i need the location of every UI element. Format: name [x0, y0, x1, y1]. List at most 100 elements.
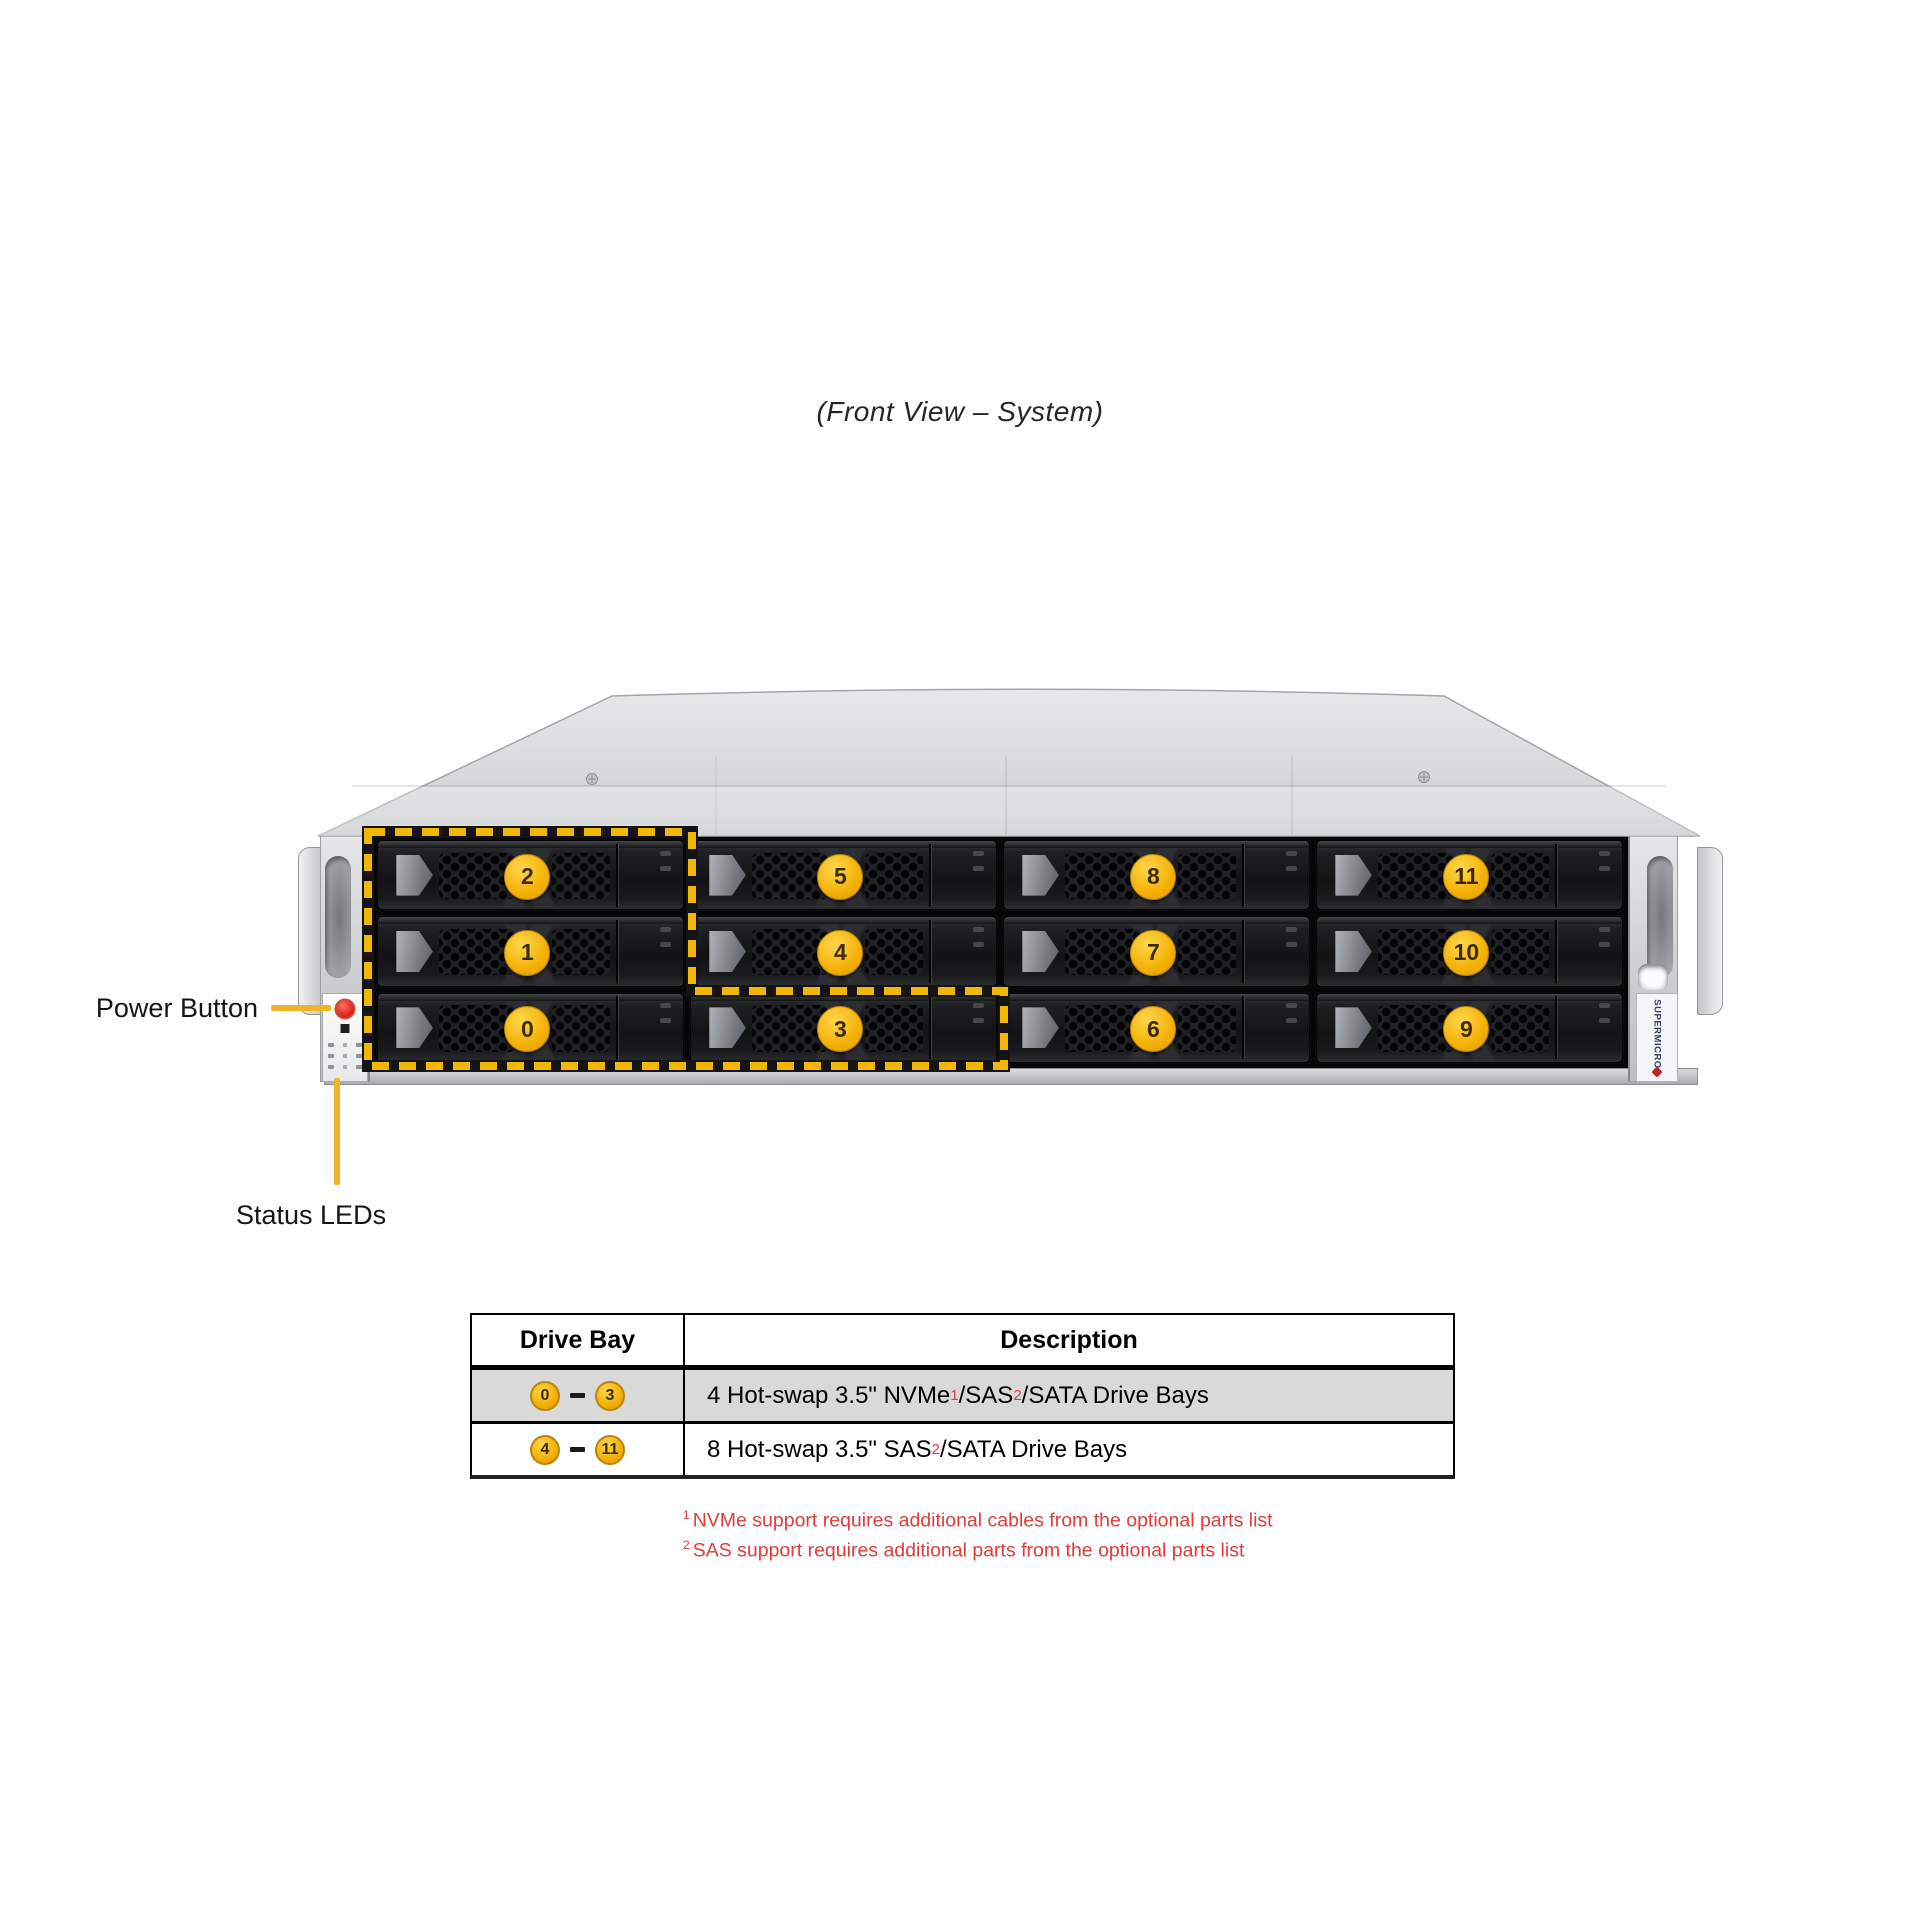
bay-number-badge: 8 — [1130, 853, 1177, 900]
vent-grille-icon — [551, 852, 610, 900]
brand-name: SUPERMICRO — [1651, 999, 1663, 1069]
tray-seam — [615, 920, 618, 983]
drive-tray: 11 — [1316, 840, 1623, 911]
power-button-label: Power Button — [95, 993, 258, 1023]
range-dash-icon — [570, 1393, 585, 1398]
vent-grille-icon — [551, 928, 610, 976]
footnote-ref: 1 — [950, 1387, 959, 1404]
drive-tray: 10 — [1316, 916, 1623, 987]
drive-tray: 1 — [377, 916, 684, 987]
tray-seam — [615, 843, 618, 907]
drive-tray: 6 — [1003, 992, 1310, 1063]
drive-bay: 8 — [1002, 839, 1311, 912]
tray-latch-icon — [396, 1007, 433, 1049]
drive-tray: 8 — [1003, 840, 1310, 911]
vent-grille-icon — [1065, 928, 1142, 976]
header-description: Description — [1000, 1325, 1138, 1354]
bay-number-badge: 6 — [1130, 1006, 1177, 1053]
drive-bay: 6 — [1002, 991, 1311, 1064]
tray-seam — [1241, 996, 1244, 1060]
tray-seam — [1241, 843, 1244, 907]
chassis-top-face — [317, 688, 1701, 837]
vent-grille-icon — [864, 1005, 923, 1052]
bay-number-badge: 11 — [1443, 853, 1490, 900]
bay-number-badge: 5 — [817, 853, 864, 900]
power-button-leader-line — [271, 1005, 331, 1011]
bay-number-badge: 9 — [1443, 1006, 1490, 1053]
footnote-text: SAS support requires additional parts fr… — [692, 1539, 1245, 1561]
handle-cutout-icon — [1647, 856, 1673, 978]
footnote-ref: 2 — [1013, 1387, 1022, 1404]
description-text: /SATA Drive Bays — [1021, 1381, 1209, 1409]
brand-label: SUPERMICRO — [1636, 993, 1678, 1082]
status-leds-leader-line — [334, 1078, 340, 1185]
tray-seam — [928, 996, 931, 1060]
vent-grille-icon — [1065, 1005, 1142, 1052]
vent-grille-icon — [1490, 928, 1549, 976]
status-leds-icon — [328, 1054, 362, 1058]
screw-icon — [586, 773, 598, 785]
header-drive-bay: Drive Bay — [472, 1315, 685, 1365]
bay-number-badge: 4 — [817, 929, 864, 976]
drive-tray: 5 — [690, 840, 997, 911]
tray-latch-icon — [1335, 1007, 1372, 1049]
footnote-text: NVMe support requires additional cables … — [692, 1509, 1273, 1532]
bay-number-badge: 3 — [817, 1006, 864, 1053]
tray-seam — [1554, 920, 1557, 983]
tray-latch-icon — [709, 854, 746, 896]
bay-range-cell: 0 3 — [472, 1370, 685, 1421]
power-button-icon — [334, 998, 356, 1020]
vent-grille-icon — [1378, 1005, 1455, 1052]
bay-range-start-badge: 0 — [530, 1380, 560, 1411]
rack-handle-left-icon — [298, 847, 324, 1015]
drive-bay: 4 — [689, 915, 998, 988]
bay-range-end-badge: 3 — [595, 1380, 625, 1411]
vent-grille-icon — [864, 852, 923, 900]
range-dash-icon — [570, 1447, 585, 1452]
drive-bay: 0 — [376, 991, 685, 1064]
tray-seam — [928, 920, 931, 983]
status-leds-label: Status LEDs — [236, 1200, 387, 1230]
tray-latch-icon — [1335, 930, 1372, 972]
tray-seam — [1241, 920, 1244, 983]
drive-bay: 2 — [376, 839, 685, 912]
drive-bay: 1 — [376, 915, 685, 988]
vent-grille-icon — [1490, 852, 1549, 900]
bay-number-badge: 1 — [504, 929, 551, 976]
drive-bay-area: 2 5 8 11 1 4 7 10 0 3 6 9 — [372, 835, 1628, 1068]
tray-latch-icon — [709, 1007, 746, 1049]
vent-grille-icon — [551, 1005, 610, 1052]
bay-number-badge: 7 — [1130, 929, 1177, 976]
tray-latch-icon — [709, 930, 746, 972]
drive-bay-table: Drive Bay Description 0 3 4 Hot-swap 3.5… — [470, 1313, 1455, 1479]
tray-seam — [1554, 843, 1557, 907]
tray-latch-icon — [1335, 854, 1372, 896]
drive-bay: 3 — [689, 991, 998, 1064]
drive-bay: 7 — [1002, 915, 1311, 988]
vent-grille-icon — [1065, 852, 1142, 900]
footnote-marker: 2 — [683, 1537, 690, 1552]
table-header-row: Drive Bay Description — [472, 1315, 1453, 1370]
reset-button-icon — [340, 1024, 350, 1033]
description-text: 8 Hot-swap 3.5" SAS — [707, 1435, 932, 1463]
vent-grille-icon — [1378, 928, 1455, 976]
drive-bay: 10 — [1315, 915, 1624, 988]
description-text: 4 Hot-swap 3.5" NVMe — [707, 1381, 951, 1409]
handle-cutout-icon — [325, 856, 351, 978]
bay-number-badge: 2 — [504, 853, 551, 900]
drive-tray: 7 — [1003, 916, 1310, 987]
page-title: (Front View – System) — [816, 396, 1104, 427]
tray-latch-icon — [396, 854, 433, 896]
thumbscrew-hole-icon — [1638, 964, 1668, 990]
drive-tray: 2 — [377, 840, 684, 911]
rack-handle-right-icon — [1697, 847, 1723, 1015]
tray-latch-icon — [1022, 1007, 1059, 1049]
tray-latch-icon — [396, 930, 433, 972]
drive-bay: 5 — [689, 839, 998, 912]
vent-grille-icon — [1490, 1005, 1549, 1052]
